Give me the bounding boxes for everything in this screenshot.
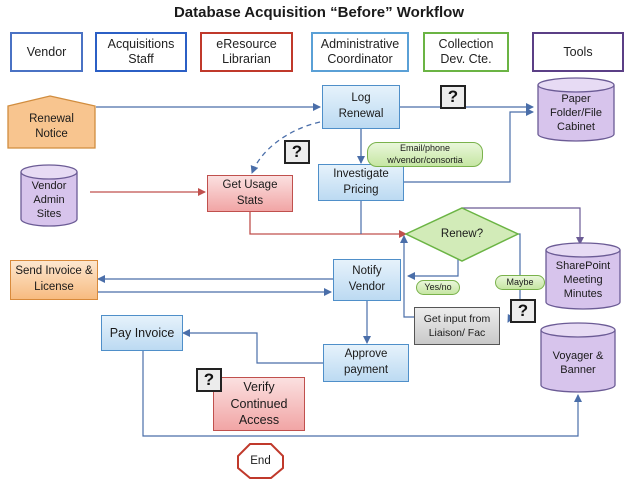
renewal-notice-label: Renewal Notice: [29, 113, 74, 140]
get-usage-stats-box: Get Usage Stats: [207, 175, 293, 212]
arrow-renew-to-sharepoint: [462, 207, 584, 245]
header-label: Collection Dev. Cte.: [438, 37, 494, 66]
approve-payment-box: Approve payment: [323, 344, 409, 382]
verify-access-box: Verify Continued Access: [213, 377, 305, 431]
renew-decision-shape: [404, 207, 520, 262]
arrow-pay-to-voyager: [142, 351, 582, 437]
header-tools: Tools: [532, 32, 624, 72]
header-label: Acquisitions Staff: [107, 37, 175, 66]
header-label: Administrative Coordinator: [320, 37, 400, 66]
end-label: End: [250, 454, 271, 467]
paper-folder-cylinder: [537, 77, 615, 142]
question-mark-icon: ?: [510, 299, 536, 323]
arrow-log-to-usage-dashed: [250, 121, 321, 174]
diagram-title: Database Acquisition “Before” Workflow: [173, 4, 465, 21]
email-phone-label: Email/phone w/vendor/consortia: [367, 142, 483, 167]
log-renewal-box: Log Renewal: [322, 85, 400, 129]
header-vendor: Vendor: [10, 32, 83, 72]
renewal-notice-shape: [7, 95, 96, 149]
header-eresource-librarian: eResource Librarian: [200, 32, 293, 72]
voyager-label: Voyager & Banner: [552, 349, 604, 376]
header-collection-dev: Collection Dev. Cte.: [423, 32, 509, 72]
sharepoint-cylinder: [545, 242, 621, 310]
voyager-cylinder: [540, 322, 616, 393]
pay-invoice-box: Pay Invoice: [101, 315, 183, 351]
arrow-investigate-to-paper: [404, 108, 534, 183]
header-admin-coordinator: Administrative Coordinator: [311, 32, 409, 72]
question-mark-icon: ?: [196, 368, 222, 392]
paper-folder-label: Paper Folder/File Cabinet: [550, 92, 602, 134]
arrow-input-to-renew: [400, 235, 414, 318]
arrow-usage-to-renew: [249, 212, 407, 238]
header-label: Vendor: [26, 44, 67, 59]
header-acquisitions-staff: Acquisitions Staff: [95, 32, 187, 72]
question-mark-icon: ?: [440, 85, 466, 109]
renew-decision-label: Renew?: [440, 227, 484, 240]
end-shape: [237, 443, 284, 479]
header-label: Tools: [563, 44, 593, 59]
investigate-pricing-box: Investigate Pricing: [318, 164, 404, 201]
sharepoint-label: SharePoint Meeting Minutes: [555, 259, 611, 301]
vendor-admin-sites-cylinder: [20, 164, 78, 227]
yes-no-label: Yes/no: [416, 280, 460, 295]
arrow-approve-to-pay: [182, 329, 323, 364]
vendor-admin-sites-label: Vendor Admin Sites: [31, 179, 67, 221]
maybe-label: Maybe: [495, 275, 545, 290]
arrow-renew-to-notify: [407, 255, 459, 280]
get-input-box: Get input from Liaison/ Fac: [414, 307, 500, 345]
header-label: eResource Librarian: [216, 37, 277, 66]
question-mark-icon: ?: [284, 140, 310, 164]
send-invoice-box: Send Invoice & License: [10, 260, 98, 300]
notify-vendor-box: Notify Vendor: [333, 259, 401, 301]
